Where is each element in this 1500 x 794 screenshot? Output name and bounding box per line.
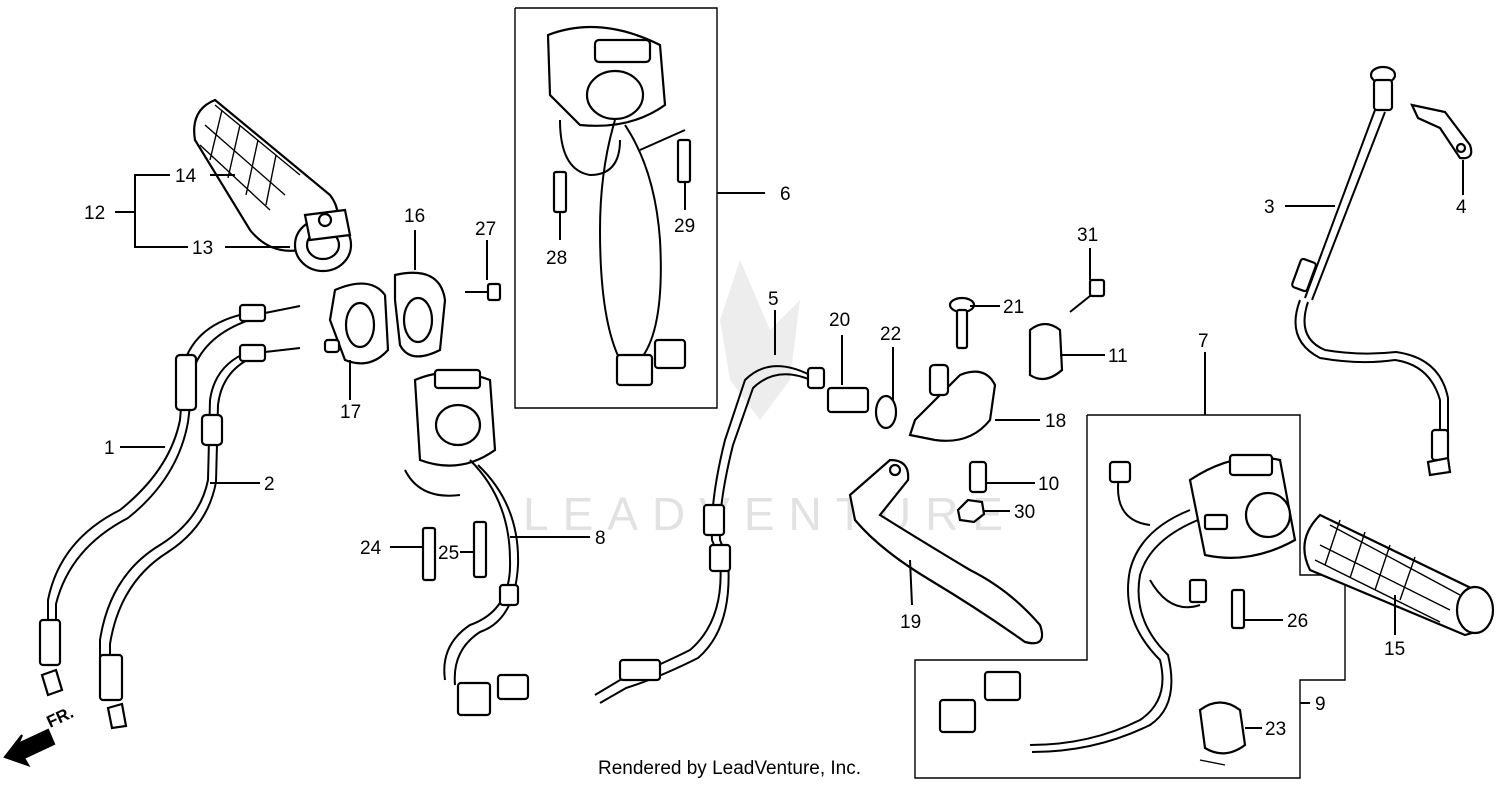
callout-numbers: 1 2 3 4 5 6 7 8 9 10 11 12 13 14 15 16 1… bbox=[84, 166, 1467, 740]
screw-27[interactable] bbox=[465, 282, 502, 302]
callout-7: 7 bbox=[1198, 331, 1209, 352]
nut-22[interactable] bbox=[874, 394, 898, 430]
direction-label: FR. bbox=[44, 703, 77, 732]
front-direction-arrow-icon bbox=[3, 728, 56, 768]
switch-assembly-7-frame bbox=[914, 414, 1346, 779]
callout-24: 24 bbox=[360, 538, 382, 559]
switch-assembly-6-frame bbox=[514, 7, 718, 409]
left-handlebar-switch[interactable] bbox=[404, 368, 530, 717]
right-handlebar-switch[interactable] bbox=[938, 453, 1297, 753]
throttle-grip-left[interactable] bbox=[193, 98, 353, 273]
switch-10[interactable] bbox=[968, 460, 988, 494]
callout-18: 18 bbox=[1045, 411, 1066, 432]
callout-8: 8 bbox=[595, 528, 606, 549]
watermark: LEADVENTURE bbox=[523, 488, 1017, 540]
watermark-logo bbox=[720, 260, 800, 420]
screw-24[interactable] bbox=[421, 526, 437, 582]
callout-30: 30 bbox=[1014, 502, 1035, 523]
callout-21: 21 bbox=[1003, 297, 1024, 318]
callout-6: 6 bbox=[780, 184, 791, 205]
throttle-housing-upper[interactable] bbox=[393, 271, 447, 358]
screw-29[interactable] bbox=[676, 138, 692, 184]
screw-21[interactable] bbox=[948, 296, 976, 350]
callout-9: 9 bbox=[1315, 694, 1326, 715]
screw-26[interactable] bbox=[1230, 588, 1246, 630]
callout-23: 23 bbox=[1265, 719, 1286, 740]
callout-13: 13 bbox=[192, 238, 213, 259]
grip-right-15[interactable] bbox=[1303, 513, 1495, 637]
clamp-23[interactable] bbox=[1198, 701, 1247, 766]
credit-line: Rendered by LeadVenture, Inc. bbox=[598, 758, 862, 779]
callout-1: 1 bbox=[104, 438, 115, 459]
clutch-cable-5[interactable] bbox=[594, 365, 826, 704]
callout-19: 19 bbox=[900, 612, 921, 633]
switch-housing-upper[interactable] bbox=[546, 25, 687, 387]
callout-25: 25 bbox=[438, 543, 459, 564]
callout-10: 10 bbox=[1038, 474, 1059, 495]
clutch-lever-19[interactable] bbox=[848, 458, 1044, 645]
throttle-cable-2[interactable] bbox=[98, 343, 301, 730]
bolt-31[interactable] bbox=[1069, 278, 1106, 313]
callout-31: 31 bbox=[1077, 225, 1098, 246]
callout-17: 17 bbox=[340, 402, 361, 423]
callout-3: 3 bbox=[1264, 197, 1275, 218]
callout-5: 5 bbox=[768, 289, 779, 310]
callout-22: 22 bbox=[880, 324, 901, 345]
nut-30[interactable] bbox=[956, 498, 986, 524]
callout-4: 4 bbox=[1456, 197, 1467, 218]
callout-11: 11 bbox=[1108, 346, 1128, 367]
choke-cable-3[interactable] bbox=[1291, 65, 1452, 477]
screw-28[interactable] bbox=[552, 170, 568, 214]
choke-bracket-4[interactable] bbox=[1410, 103, 1473, 160]
callout-28: 28 bbox=[546, 248, 567, 269]
callout-26: 26 bbox=[1287, 611, 1308, 632]
throttle-cable-1[interactable] bbox=[38, 303, 301, 697]
screw-25[interactable] bbox=[472, 520, 488, 579]
callout-15: 15 bbox=[1384, 639, 1405, 660]
adjuster-bolt-20[interactable] bbox=[826, 386, 870, 414]
callout-14: 14 bbox=[175, 166, 197, 187]
callout-29: 29 bbox=[674, 216, 695, 237]
callout-20: 20 bbox=[829, 310, 850, 331]
callout-12: 12 bbox=[84, 203, 105, 224]
lever-holder-11[interactable] bbox=[1028, 322, 1064, 381]
leader-lines bbox=[115, 129, 1464, 729]
callout-2: 2 bbox=[264, 474, 275, 495]
callout-16: 16 bbox=[404, 206, 425, 227]
callout-27: 27 bbox=[475, 219, 496, 240]
lever-bracket-18[interactable] bbox=[908, 363, 997, 442]
throttle-housing-lower[interactable] bbox=[323, 282, 390, 365]
